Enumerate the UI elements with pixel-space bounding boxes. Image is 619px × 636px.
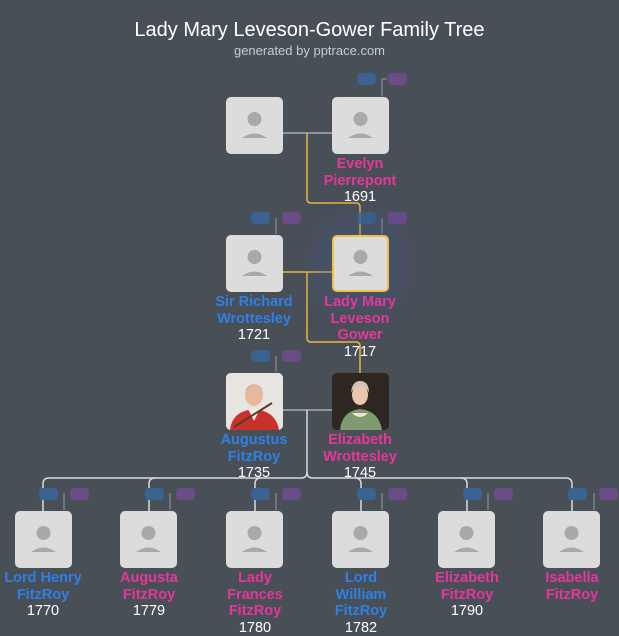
father-tab[interactable] [39,488,58,500]
mother-tab[interactable] [599,488,618,500]
person-year: 1779 [132,603,166,619]
father-tab[interactable] [251,212,270,224]
person-year: 1721 [237,327,271,343]
avatar-placeholder-icon [348,250,373,276]
person-card-unknown[interactable] [226,97,283,154]
father-tab[interactable] [463,488,482,500]
father-tab[interactable] [357,73,376,85]
person-name[interactable]: Augusta FitzRoy [120,570,178,603]
lineage-line [306,272,361,373]
avatar-placeholder-icon [242,112,267,138]
person-card-henry-fitzroy[interactable] [15,511,72,568]
person-name[interactable]: Elizabeth FitzRoy [435,570,499,603]
person-year: 1691 [343,189,377,205]
person-name[interactable]: Lord William FitzRoy [334,570,388,619]
person-name[interactable]: Evelyn Pierrepont [323,156,397,189]
person-card-william-fitzroy[interactable] [332,511,389,568]
father-tab[interactable] [251,350,270,362]
person-label: Isabella FitzRoy [527,570,617,603]
avatar-placeholder-icon [559,526,584,552]
page-subtitle: generated by pptrace.com [233,43,386,58]
person-card-evelyn-pierrepont[interactable] [332,97,389,154]
person-name[interactable]: Sir Richard Wrottesley [215,294,293,327]
person-name[interactable]: Lady Frances FitzRoy [227,570,283,619]
person-card-lady-mary-leveson-gower[interactable] [332,235,389,292]
avatar-placeholder-icon [454,526,479,552]
person-card-augustus-fitzroy[interactable] [226,373,283,430]
father-tab[interactable] [251,488,270,500]
father-tab[interactable] [145,488,164,500]
person-card-elizabeth-wrottesley[interactable] [332,373,389,430]
person-year: 1770 [26,603,60,619]
person-name[interactable]: Lady Mary Leveson Gower [324,294,396,343]
avatar-placeholder-icon [31,526,56,552]
avatar-placeholder-icon [348,526,373,552]
father-tab[interactable] [357,212,376,224]
mother-tab[interactable] [388,73,407,85]
avatar-placeholder-icon [242,250,267,276]
person-year: 1780 [238,619,272,636]
mother-tab[interactable] [70,488,89,500]
lineage-line [306,133,361,235]
mother-tab[interactable] [282,350,301,362]
father-tab[interactable] [568,488,587,500]
avatar-placeholder-icon [242,526,267,552]
child-line [148,477,468,511]
portrait-photo [332,373,389,430]
person-card-elizabeth-fitzroy[interactable] [438,511,495,568]
person-card-frances-fitzroy[interactable] [226,511,283,568]
person-name[interactable]: Augustus FitzRoy [220,432,288,465]
person-card-isabella-fitzroy[interactable] [543,511,600,568]
mother-tab[interactable] [282,488,301,500]
mother-tab[interactable] [494,488,513,500]
page-title: Lady Mary Leveson-Gower Family Tree [134,19,485,41]
mother-tab[interactable] [388,212,407,224]
person-name[interactable]: Elizabeth Wrottesley [323,432,397,465]
person-year: 1782 [344,619,378,636]
person-name[interactable]: Isabella FitzRoy [545,570,599,603]
person-year: 1735 [237,465,271,481]
mother-tab[interactable] [388,488,407,500]
portrait-photo [226,373,283,430]
person-year: 1717 [343,343,377,360]
child-line [306,471,573,511]
father-tab[interactable] [357,488,376,500]
person-year: 1745 [343,465,377,481]
mother-tab[interactable] [176,488,195,500]
avatar-placeholder-icon [136,526,161,552]
person-card-richard-wrottesley[interactable] [226,235,283,292]
person-card-augusta-fitzroy[interactable] [120,511,177,568]
person-name[interactable]: Lord Henry FitzRoy [4,570,82,603]
avatar-placeholder-icon [348,112,373,138]
person-year: 1790 [450,603,484,619]
mother-tab[interactable] [282,212,301,224]
